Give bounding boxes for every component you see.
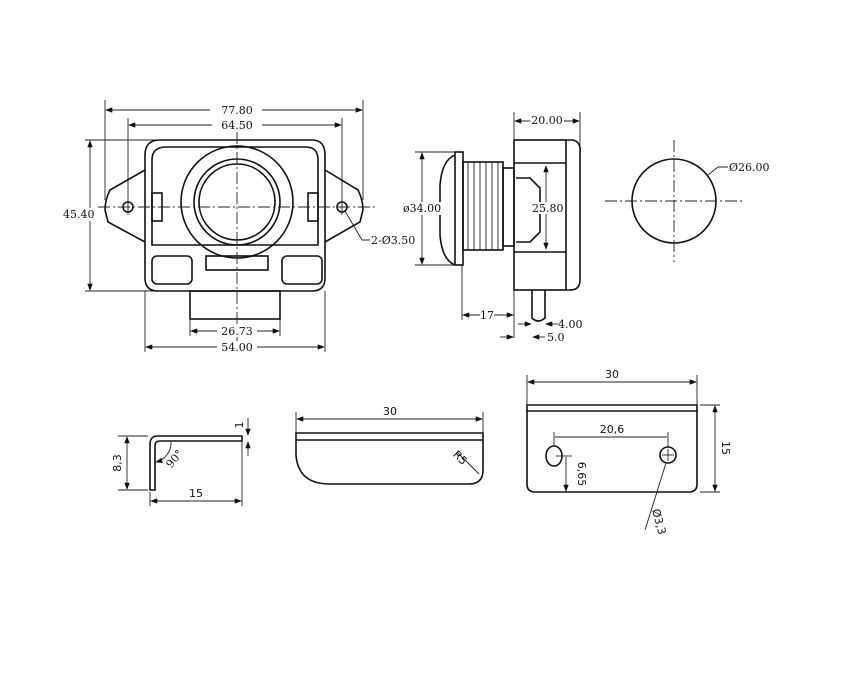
dim-radius: R5	[450, 448, 470, 468]
dim-plate-height: 15	[719, 441, 732, 455]
dim-overall-width: 77.80	[221, 104, 253, 117]
dim-pin-offset: 5.0	[547, 331, 565, 344]
dim-hole-spacing: 20,6	[600, 423, 625, 436]
dim-depth: 20.00	[531, 114, 563, 127]
plate-side-view: 30 R5	[295, 405, 484, 485]
cutout-view: Ø26.00	[605, 140, 770, 262]
dim-flange-offset: 17	[480, 309, 494, 322]
dim-hole-diameter: Ø3,3	[649, 507, 668, 536]
dim-lower-block-width: 26.73	[221, 325, 253, 338]
dim-holes: 2-Ø3.50	[371, 234, 415, 247]
side-view: 20.00 ø34.00 25.80 17 4.00 5.0	[402, 112, 583, 344]
dim-plate-front-length: 30	[605, 368, 619, 381]
dim-hole-height: 6,65	[575, 462, 588, 487]
angle-bracket: 90° 8,3 15 1	[111, 418, 251, 506]
dim-inner-height: 25.80	[532, 202, 564, 215]
dim-cutout-diameter: Ø26.00	[729, 161, 770, 174]
dim-thickness: 1	[233, 422, 246, 429]
plate-front-view: 30 15 20,6 6,65 Ø3,3	[526, 368, 732, 536]
dim-hole-spacing: 64.50	[221, 119, 253, 132]
dim-bracket-width: 15	[189, 487, 203, 500]
front-view: 77.80 64.50 45.40 26.73 54.00 2-Ø3.50	[62, 100, 415, 354]
dim-bracket-height: 8,3	[111, 454, 124, 472]
dim-height: 45.40	[63, 208, 95, 221]
dim-body-width: 54.00	[221, 341, 253, 354]
dim-plate-length: 30	[383, 405, 397, 418]
dim-button-diameter: ø34.00	[403, 202, 441, 215]
dim-pin-diameter: 4.00	[558, 318, 583, 331]
dim-angle: 90°	[163, 447, 185, 470]
